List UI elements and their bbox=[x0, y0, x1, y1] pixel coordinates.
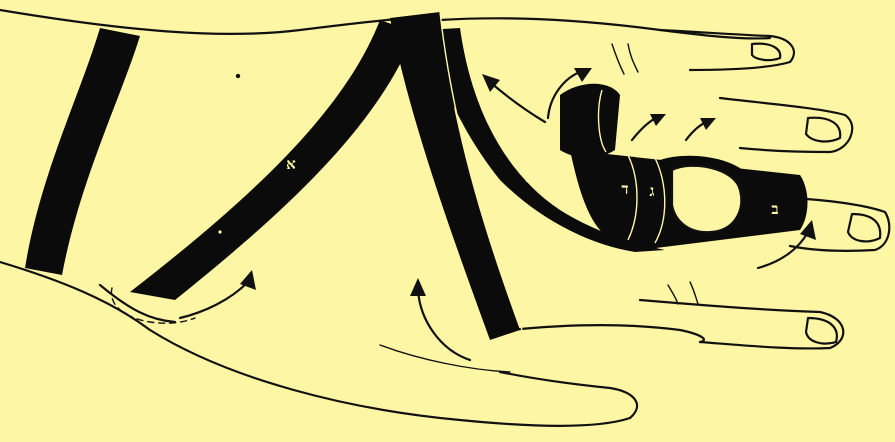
knuckle-crease-2 bbox=[628, 44, 638, 72]
letter-aleph: א bbox=[286, 155, 296, 173]
finger-ring-inner bbox=[672, 166, 741, 232]
knuckle-crease-4 bbox=[690, 282, 698, 304]
ring-nail bbox=[848, 214, 880, 241]
knuckle-crease-3 bbox=[668, 285, 678, 304]
letter-dalet-strap: ד bbox=[521, 168, 528, 186]
middle-nail bbox=[806, 118, 840, 142]
arrow-middle-2 bbox=[686, 118, 716, 140]
letter-gimel: ג bbox=[650, 182, 655, 200]
arrow-thumb bbox=[410, 278, 470, 360]
knuckle-line bbox=[440, 18, 770, 38]
finger-loop-upper bbox=[560, 84, 620, 158]
arrow-top-strap bbox=[482, 74, 545, 122]
wrist-strap bbox=[25, 12, 665, 340]
letter-bet: ב bbox=[771, 200, 778, 218]
finger-wraps bbox=[560, 84, 808, 250]
middle-finger bbox=[720, 98, 852, 152]
pinky-nail bbox=[806, 318, 837, 344]
index-finger bbox=[660, 30, 794, 70]
diagonal-strap bbox=[130, 20, 415, 300]
forearm-top-edge bbox=[0, 10, 410, 34]
arrow-middle-1 bbox=[632, 114, 666, 140]
strap-dot bbox=[218, 230, 221, 233]
knuckle-crease-1 bbox=[612, 44, 624, 74]
thumb bbox=[0, 262, 637, 426]
letter-dalet-ring: ד bbox=[621, 180, 628, 198]
wrist-strap-band bbox=[25, 28, 140, 275]
palm-edge bbox=[510, 325, 704, 342]
back-of-hand-mark bbox=[236, 74, 240, 78]
index-nail bbox=[752, 44, 780, 61]
letter-zayin: ז bbox=[423, 170, 427, 188]
thumb-crease bbox=[380, 345, 510, 372]
letter-heh: ה bbox=[552, 172, 561, 190]
